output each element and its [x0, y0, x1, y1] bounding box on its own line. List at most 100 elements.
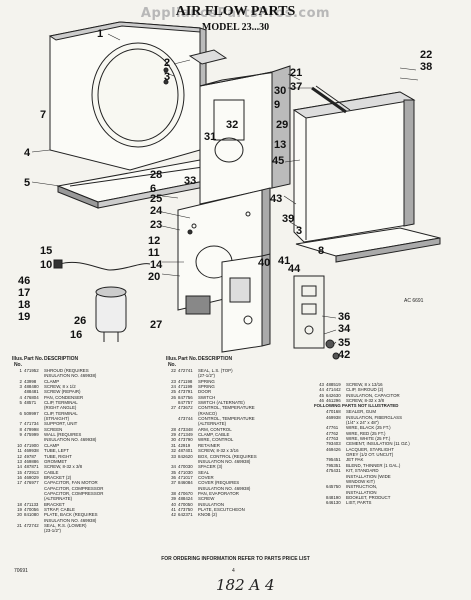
part-description: CEMENT, INSULATION (11 OZ.): [346, 441, 410, 447]
part-description: CAPACITOR, COMPRESSOR: [44, 490, 104, 496]
part-illus-no: 16: [17, 474, 22, 480]
control-box-part: [221, 253, 271, 353]
part-number: 476804: [24, 394, 39, 400]
part-number: 488481: [24, 389, 39, 395]
part-illus-no: 14: [17, 464, 22, 470]
part-description: SCREW: [198, 496, 215, 502]
part-row: INSULATION NO. 469938): [12, 373, 160, 378]
part-number: 473348: [178, 426, 193, 432]
part-illus-no: 32: [171, 448, 176, 454]
page-title: AIR FLOW PARTS: [175, 4, 296, 19]
part-illus-no: 22: [171, 368, 176, 373]
part-illus-no: 35: [171, 469, 176, 475]
part-description: CLAMP: [44, 442, 60, 448]
callout-10: 10: [40, 259, 53, 271]
part-description: BRACKET: [44, 501, 65, 507]
callout-19: 19: [18, 311, 31, 323]
part-number: 472741: [178, 368, 193, 373]
part-number: 471442: [326, 387, 341, 393]
callout-43: 43: [270, 193, 283, 205]
part-illus-no: 15: [17, 469, 22, 475]
part-number: 847757: [178, 400, 193, 406]
part-number: 793403: [326, 441, 341, 447]
parts-list-header: Illus. No. Part No. DESCRIPTION: [12, 356, 79, 368]
part-description: SCREW, 8 x 13/16: [346, 382, 383, 387]
part-description: INSULATION NO. 469938): [198, 485, 251, 491]
part-description: BRACKET (2): [44, 474, 72, 480]
part-number: 479998: [24, 426, 39, 432]
capacitor-part: [95, 286, 127, 342]
part-description: WIRE, RED (25 FT.): [346, 430, 386, 436]
part-illus-no: 31: [171, 442, 176, 448]
part-description: SUPPORT, UNIT: [44, 421, 78, 427]
part-row: INSULATION NO. 469938): [12, 437, 160, 442]
part-number: 509997: [24, 410, 39, 416]
part-illus-no: 36: [171, 474, 176, 480]
part-row: (ALTERNATE): [12, 496, 160, 501]
center-wall-part: [199, 65, 291, 205]
part-illus-no: 6: [19, 410, 22, 416]
part-description: PLATE, BACK (REQUIRES: [44, 512, 98, 518]
part-illus-no: 27: [171, 405, 176, 411]
part-number: 469938: [326, 414, 341, 420]
part-illus-no: 25: [171, 389, 176, 395]
part-illus-no: 17: [17, 480, 22, 486]
part-description: PAN, EVAPORATOR: [198, 490, 239, 496]
callout-8: 8: [318, 245, 325, 257]
part-description: (STRAIGHT): [44, 416, 70, 422]
part-description: WIRE, CONTROL: [198, 437, 234, 443]
part-description: DOOR: [198, 389, 212, 395]
part-description: LACQUER, STARLIGHT: [346, 446, 394, 452]
part-number: 47763: [326, 436, 339, 442]
part-row: CAPACITOR, COMPRESSOR: [12, 486, 160, 491]
callout-26: 26: [74, 315, 87, 327]
part-number: 487871: [24, 464, 39, 470]
part-illus-no: 13: [17, 458, 22, 464]
callout-28: 28: [150, 169, 163, 181]
part-number: 473744: [178, 416, 193, 422]
callout-4: 4: [24, 147, 31, 159]
part-description: CONTROL, TEMPERATURE: [198, 405, 255, 411]
part-number: 469938: [24, 448, 39, 454]
part-number: 47762: [326, 430, 339, 436]
callout-3: 3: [164, 71, 171, 83]
part-number: 470056: [24, 506, 39, 512]
part-number: 471199: [178, 384, 193, 390]
callout-36: 36: [338, 311, 351, 323]
part-description: SCREW, 8-32 x 3/8: [346, 398, 385, 404]
part-number: 795351: [326, 462, 341, 468]
part-description: CAPACITOR, FAN MOTOR: [44, 480, 98, 486]
part-description: TUBE, LEFT: [44, 448, 69, 454]
part-description: INSULATION NO. 469938): [44, 437, 97, 443]
part-illus-no: 5: [19, 400, 22, 406]
part-description: CLAMP, CABLE: [198, 432, 230, 438]
part-number: 847756: [178, 394, 193, 400]
part-number: [24, 528, 44, 533]
callout-46: 46: [18, 275, 31, 287]
part-illus-no: 34: [171, 464, 176, 470]
part-description: SWITCH (ALTERNATE): [198, 400, 245, 406]
part-number: 487401: [178, 448, 193, 454]
callout-21: 21: [290, 67, 303, 79]
part-illus-no: 2: [19, 378, 22, 384]
part-description: RETAINER: [198, 442, 220, 448]
part-number: 472742: [24, 522, 39, 528]
part-description: (27-1/2"): [198, 373, 215, 379]
handwritten-note: 182 A 4: [216, 576, 275, 594]
